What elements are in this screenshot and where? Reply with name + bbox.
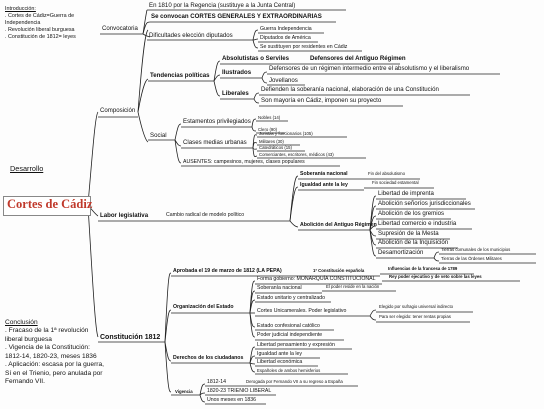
node-desamortizacion-note: Tierras de las Órdenes Militares [441, 256, 502, 261]
node-privilegiados: Estamentos privilegiados [183, 118, 251, 125]
node-abolicion-item: Libertad comercio e industria [378, 220, 457, 227]
intro-line: . Cortes de Cádiz=Guerra de [5, 12, 75, 19]
node-cortes-note: Para ser elegido: tener rentas propias [379, 314, 451, 319]
node-absolutistas-desc: Defensores del Antiguo Régimen [310, 55, 406, 62]
node-convocatoria-item: Dificultades elección diputados [149, 32, 233, 39]
node-derechos: Derechos de los ciudadanos [173, 355, 244, 361]
conclusion-line: Fernando VII. [5, 378, 45, 386]
node-medias-item: Catedráticos (15) [259, 145, 292, 150]
node-soberania: Soberanía nacional [300, 171, 348, 177]
central-topic-box [3, 196, 91, 216]
conclusion-line: 1812-14, 1820-23, meses 1836 [5, 352, 97, 360]
node-tendencias: Tendencias políticas [150, 72, 210, 79]
node-jovellanos: Jovellanos [269, 77, 298, 84]
node-organizacion-item: Cortes Unicamerales. Poder legislativo [257, 308, 347, 314]
node-soberania-note: Fin del absolutismo [368, 171, 406, 176]
node-abolicion-item: Desamortización [378, 249, 424, 256]
node-vigencia: Vigencia [175, 389, 193, 394]
node-abolicion-item: Abolición señoríos jurisdiccionales [378, 200, 471, 207]
node-vigencia-item: Unos meses en 1836 [207, 397, 257, 403]
node-medias-item: Comerciantes, escritores, médicos (43) [259, 152, 334, 157]
node-organizacion-item: Forma gobierno: MONARQUÍA CONSTITUCIONAL [257, 276, 376, 282]
node-desamortizacion-note: Tierras comunales de los municipios [441, 247, 511, 252]
intro-line: . Constitución de 1812= leyes [5, 33, 76, 40]
conclusion-notes: Conclusión . Fracaso de la 1ª revolución… [5, 319, 104, 387]
node-cambio: Cambio radical de modelo político [166, 212, 245, 218]
node-convocatoria-item: Se convocan CORTES GENERALES Y EXTRAORDI… [151, 13, 322, 20]
node-medias-item: Juristas y funcionarios (105) [259, 131, 313, 136]
node-vigencia-item: 1812-14 [207, 379, 227, 385]
node-liberales-desc: Son mayoría en Cádiz, imponen su proyect… [261, 97, 382, 104]
node-derechos-item: Españoles de ambos hemisferios [257, 368, 321, 373]
node-vigencia-item: 1820-23 TRIENIO LIBERAL [207, 388, 272, 394]
intro-heading: Introducción: [5, 6, 36, 12]
node-organizacion-item: Poder judicial independiente [257, 332, 323, 338]
conclusion-line: . Fracaso de la 1ª revolución [5, 327, 89, 335]
node-convocatoria: Convocatoria [102, 25, 138, 32]
intro-line: Independencia [5, 19, 41, 26]
node-aprobada-note: 1ª Constitución española [313, 268, 365, 273]
node-abolicion-item: Supresión de la Mesta [378, 230, 439, 237]
node-convocatoria-item: En 1810 por la Regencia (sustituye a la … [149, 2, 296, 9]
node-organizacion-item: Estado confesional católico [257, 323, 320, 329]
conclusion-heading: Conclusión [5, 319, 38, 326]
node-vigencia-note: Derogada por Fernando VII a su regreso a… [246, 379, 343, 384]
central-topic: Cortes de Cádiz [7, 197, 93, 211]
node-privilegiados-item: Clero (90) [258, 127, 278, 132]
node-liberales-desc: Defienden la soberanía nacional, elabora… [261, 86, 439, 93]
branch-constitucion: Constitución 1812 [100, 334, 161, 341]
node-dificultad: Guerra Independencia [260, 26, 312, 32]
node-aprobada: Aprobada el 19 de marzo de 1812 (LA PEPA… [173, 268, 282, 274]
intro-notes: Introducción: . Cortes de Cádiz=Guerra d… [5, 6, 76, 41]
node-liberales: Liberales [222, 90, 249, 97]
node-derechos-item: Libertad pensamiento y expresión [257, 342, 335, 348]
node-derechos-item: Libertad económica [257, 359, 303, 365]
node-abolicion-item: Libertad de imprenta [378, 190, 434, 197]
node-organizacion-item: Soberanía nacional [257, 285, 302, 291]
node-igualdad: Igualdad ante la ley [300, 182, 348, 188]
branch-labor: Labor legislativa [100, 212, 149, 219]
node-derechos-item: Igualdad ante la ley [257, 351, 302, 357]
node-aprobada-note: Influencias de la francesa de 1789 [388, 266, 458, 271]
node-clases-medias: Clases medias urbanas [183, 139, 247, 146]
conclusion-line: Sí en el Trienio, pero anulada por [5, 369, 103, 377]
intro-line: . Revolución liberal burguesa [5, 26, 75, 33]
node-ilustrados-desc: Defensores de un régimen intermedio entr… [269, 65, 470, 72]
desarrollo-label: Desarrollo [10, 164, 44, 173]
conclusion-line: liberal burguesa [5, 335, 52, 343]
node-organizacion-item: Estado unitario y centralizado [257, 295, 326, 301]
node-abolicion-item: Abolición de los gremios [378, 210, 445, 217]
node-ilustrados: Ilustrados [222, 69, 252, 76]
node-soberania-const-note: El poder reside en la nación [326, 284, 380, 289]
node-medias-item: Militares (30) [259, 139, 284, 144]
node-forma-note: Rey poder ejecutivo y de veto sobre las … [389, 274, 482, 279]
node-privilegiados-item: Nobles (14) [258, 115, 281, 120]
branch-composicion: Composición [100, 107, 136, 114]
node-igualdad-note: Fin sociedad estamental [372, 180, 419, 185]
node-dificultad: Diputados de América [260, 35, 311, 41]
conclusion-line: . Aplicación: escasa por la guerra, [5, 361, 104, 369]
node-ausentes: AUSENTES: campesinos, mujeres, clases po… [183, 159, 305, 165]
node-abolicion-item: Abolición de la Inquisición [378, 239, 449, 246]
node-abolicion: Abolición del Antiguo Régimen [300, 222, 377, 228]
node-social: Social [150, 132, 167, 139]
node-dificultad: Se sustituyen por residentes en Cádiz [260, 44, 348, 50]
node-organizacion: Organización del Estado [173, 304, 234, 310]
conclusion-line: . Vigencia de la Constitución: [5, 344, 90, 352]
node-cortes-note: Elegido por sufragio universal indirecto [379, 304, 454, 309]
node-absolutistas: Absolutistas o Serviles [222, 55, 290, 62]
